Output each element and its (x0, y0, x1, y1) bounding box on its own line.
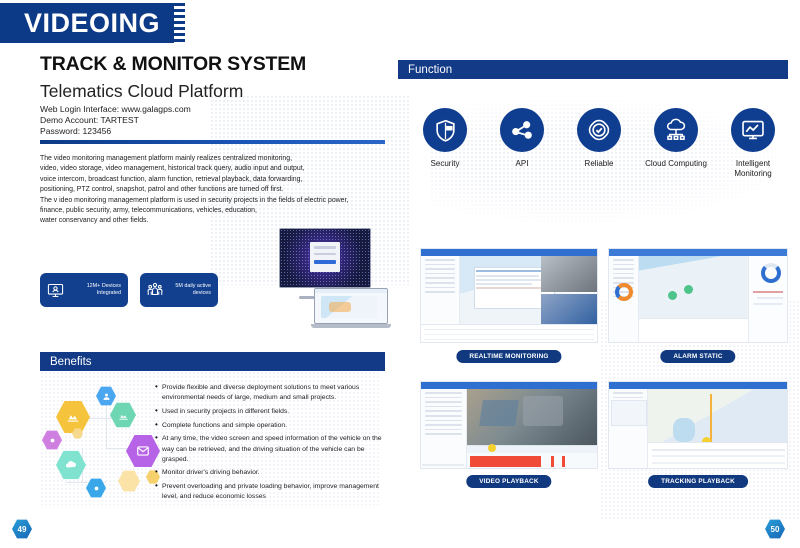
function-label: Cloud Computing (645, 159, 707, 168)
function-item-reliable[interactable]: Reliable (564, 108, 634, 179)
screenshot-tracking-playback[interactable] (608, 381, 788, 469)
benefits-list: Provide flexible and diverse deployment … (155, 382, 385, 506)
description-paragraph: The video monitoring management platform… (40, 154, 385, 227)
stat-text: 12M+ Devices Integrated (70, 283, 128, 298)
list-item: Used in security projects in different f… (155, 406, 385, 417)
page-number-right: 50 (765, 519, 785, 539)
hex-icon-blue-small (96, 386, 116, 406)
demo-password: Password: 123456 (40, 126, 112, 136)
paragraph-line: water conservancy and other fields. (40, 217, 149, 225)
screenshot-caption: VIDEO PLAYBACK (466, 475, 552, 488)
function-label: Security (430, 159, 460, 168)
function-header-label: Function (408, 63, 453, 76)
stat-line-1: 5M daily active (175, 282, 211, 289)
paragraph-line: finance, public security, army, telecomm… (40, 207, 257, 215)
page-number-left: 49 (12, 519, 32, 539)
logo-text: VIDEOING (0, 3, 175, 43)
paragraph-line: The video monitoring management platform… (40, 155, 293, 162)
screenshot-caption: TRACKING PLAYBACK (648, 475, 748, 488)
stat-line-1: 12M+ Devices (86, 282, 121, 289)
benefits-section-header: Benefits (40, 352, 385, 371)
desktop-monitor-image (279, 228, 371, 288)
monitor-user-icon (40, 282, 70, 299)
page-subtitle: Telematics Cloud Platform (40, 81, 244, 101)
benefits-icon-network (42, 378, 170, 510)
list-item: Provide flexible and diverse deployment … (155, 382, 385, 403)
demo-account: Demo Account: TARTEST (40, 115, 139, 125)
hex-icon-pale-yellow (118, 470, 140, 492)
brand-logo: VIDEOING (0, 3, 186, 43)
paragraph-line: video, video storage, video management, … (40, 165, 305, 173)
share-nodes-icon (500, 108, 544, 152)
paragraph-line: positioning, PTZ control, snapshot, patr… (40, 186, 284, 194)
hex-icon-teal (56, 450, 86, 480)
paragraph-line: voice intercom, broadcast function, alar… (40, 175, 303, 183)
login-dialog-graphic (310, 242, 340, 272)
function-label: Reliable (584, 159, 614, 168)
list-item: Prevent overloading and private loading … (155, 481, 385, 502)
users-group-icon (140, 281, 170, 299)
hex-icon-green (110, 402, 136, 428)
title-divider (40, 140, 385, 144)
screenshot-caption: REALTIME MONITORING (456, 350, 562, 363)
device-illustration (275, 228, 391, 333)
function-label: API (515, 159, 529, 168)
cloud-network-icon (654, 108, 698, 152)
function-section-header: Function (398, 60, 788, 79)
laptop-image (311, 288, 391, 330)
paragraph-line: The v ideo monitoring management platfor… (40, 196, 349, 204)
screenshot-caption: ALARM STATIC (660, 350, 736, 363)
screenshot-realtime-monitoring[interactable] (420, 248, 598, 343)
hex-icon-purple-small (42, 430, 62, 450)
benefits-header-label: Benefits (50, 355, 92, 368)
stat-badge-active: 5M daily active devices (140, 273, 218, 307)
shield-icon (423, 108, 467, 152)
stat-line-2: Integrated (96, 290, 121, 296)
page-title: TRACK & MONITOR SYSTEM (40, 53, 307, 75)
stat-text: 5M daily active devices (170, 283, 218, 298)
function-item-api[interactable]: API (487, 108, 557, 179)
list-item: Complete functions and simple operation. (155, 420, 385, 431)
logo-zigzag-edge (174, 3, 186, 43)
login-url: Web Login Interface: www.galagps.com (40, 104, 191, 114)
hex-icon-cyan-small (86, 478, 106, 498)
function-item-intelligent-monitoring[interactable]: Intelligent Monitoring (718, 108, 788, 179)
function-item-security[interactable]: Security (410, 108, 480, 179)
function-icon-row: Security API Reliable (410, 108, 788, 179)
screenshot-alarm-static[interactable] (608, 248, 788, 343)
function-label: Intelligent Monitoring (734, 159, 772, 178)
stat-line-2: devices (192, 290, 211, 296)
monitor-chart-icon (731, 108, 775, 152)
screenshot-video-playback[interactable] (420, 381, 598, 469)
list-item: At any time, the video screen and speed … (155, 433, 385, 465)
function-item-cloud[interactable]: Cloud Computing (641, 108, 711, 179)
list-item: Monitor driver's driving behavior. (155, 467, 385, 478)
check-badge-icon (577, 108, 621, 152)
stat-badge-devices: 12M+ Devices Integrated (40, 273, 128, 307)
hex-icon-yellow (56, 401, 90, 433)
hex-icon-dot-pale (72, 428, 83, 439)
